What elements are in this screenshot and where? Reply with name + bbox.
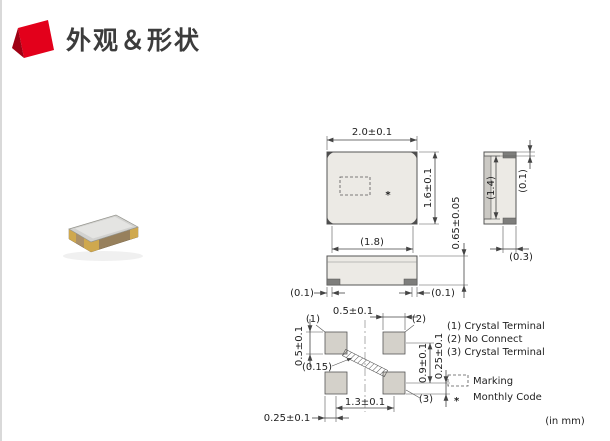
side-view-right-pad-dimension: (0.1) bbox=[399, 287, 455, 299]
crystal-gold-pad bbox=[84, 238, 91, 252]
dim-label-left-offset: 0.25±0.1 bbox=[264, 413, 311, 424]
terminal-pad bbox=[403, 278, 418, 286]
crystal-lid-highlight bbox=[75, 216, 133, 239]
land-pad-height-dimension: 0.5±0.1 bbox=[294, 319, 323, 367]
dim-label-pad-height: 0.5±0.1 bbox=[294, 326, 305, 366]
side-view bbox=[326, 255, 418, 286]
corner-castellation bbox=[408, 215, 417, 224]
dim-label-col-pitch: 1.3±0.1 bbox=[345, 397, 385, 408]
dim-label-body: (1.8) bbox=[360, 237, 384, 248]
end-view-lid-offset-dimension: (0.1) bbox=[491, 140, 535, 193]
land-pad-4 bbox=[324, 371, 348, 395]
dim-label-thickness: 0.65±0.05 bbox=[451, 197, 462, 250]
legend-terminal-1: (1) Crystal Terminal bbox=[447, 321, 545, 332]
section-header: 外观＆形状 bbox=[8, 14, 201, 64]
land-pattern: (1) (2) (3) (0.15) bbox=[302, 314, 433, 412]
land-pad-1 bbox=[324, 331, 348, 355]
unit-note: (in mm) bbox=[545, 416, 585, 427]
land-pad-2 bbox=[382, 331, 406, 355]
ribbon-fold bbox=[12, 28, 24, 58]
top-view-width-dimension: 2.0±0.1 bbox=[326, 127, 418, 150]
terminal-pad bbox=[326, 278, 341, 286]
diagonal-clearance-band bbox=[341, 348, 389, 378]
top-view-body-dimension: (1.8) bbox=[331, 226, 414, 253]
dim-label-bottom-offset: 0.25±0.1 bbox=[434, 333, 445, 380]
legend-terminal-2: (2) No Connect bbox=[447, 334, 523, 345]
terminal-pad bbox=[502, 217, 517, 225]
terminal-legend: (1) Crystal Terminal (2) No Connect (3) … bbox=[447, 321, 545, 358]
dim-label-pad-left: (0.1) bbox=[290, 288, 314, 299]
side-view-left-pad-dimension: (0.1) bbox=[290, 287, 345, 299]
end-view-pad-dimension: (0.3) bbox=[490, 226, 533, 263]
dim-label-height: 1.6±0.1 bbox=[423, 168, 434, 208]
dim-label-end-pad: (0.3) bbox=[509, 252, 533, 263]
dim-label-pad-right: (0.1) bbox=[431, 288, 455, 299]
ribbon-main bbox=[18, 20, 54, 58]
corner-castellation bbox=[408, 152, 417, 161]
legend-marking: Marking bbox=[473, 376, 513, 387]
dim-label-pad-width: 0.5±0.1 bbox=[333, 306, 373, 317]
top-view: * bbox=[326, 151, 418, 225]
pad1-label: (1) bbox=[306, 314, 320, 325]
asterisk-icon: * bbox=[454, 396, 460, 407]
corner-castellation bbox=[327, 215, 336, 224]
crystal-gold-pad bbox=[91, 239, 99, 252]
terminal-pad bbox=[502, 151, 517, 159]
dim-label-row-pitch: 0.9±0.1 bbox=[418, 343, 429, 383]
legend-monthly-code: Monthly Code bbox=[473, 392, 542, 403]
package-body-top bbox=[326, 151, 418, 225]
monthly-code-mark: * bbox=[385, 190, 391, 201]
land-bottom-offset-dimension: 0.25±0.1 bbox=[406, 333, 450, 407]
land-row-pitch-dimension: 0.9±0.1 bbox=[406, 342, 450, 384]
thickness-dimension: 0.65±0.05 bbox=[419, 197, 468, 298]
pad3-label: (3) bbox=[419, 394, 433, 405]
dim-label-lid-offset: (0.1) bbox=[518, 169, 529, 193]
dim-label-lid: (1.4) bbox=[486, 176, 497, 200]
marking-legend: Marking * Monthly Code bbox=[447, 374, 542, 407]
pad2-label: (2) bbox=[412, 314, 426, 325]
red-ribbon-icon bbox=[12, 20, 54, 58]
crystal-gold-pad bbox=[130, 227, 138, 240]
land-left-offset-dimension: 0.25±0.1 bbox=[264, 396, 349, 424]
product-photo bbox=[63, 214, 143, 261]
package-body-side bbox=[326, 255, 418, 286]
land-pad-3 bbox=[382, 371, 406, 395]
dim-label-width: 2.0±0.1 bbox=[352, 127, 392, 138]
top-view-height-dimension: 1.6±0.1 bbox=[419, 151, 439, 225]
marking-area-box bbox=[339, 176, 371, 196]
diagonal-gap-label: (0.15) bbox=[302, 362, 332, 373]
page-title: 外观＆形状 bbox=[66, 26, 202, 55]
legend-terminal-3: (3) Crystal Terminal bbox=[447, 347, 545, 358]
photo-shadow bbox=[63, 251, 143, 261]
marking-box-icon bbox=[447, 374, 469, 387]
land-pad-width-dimension: 0.5±0.1 bbox=[333, 306, 418, 330]
corner-castellation bbox=[327, 152, 336, 161]
